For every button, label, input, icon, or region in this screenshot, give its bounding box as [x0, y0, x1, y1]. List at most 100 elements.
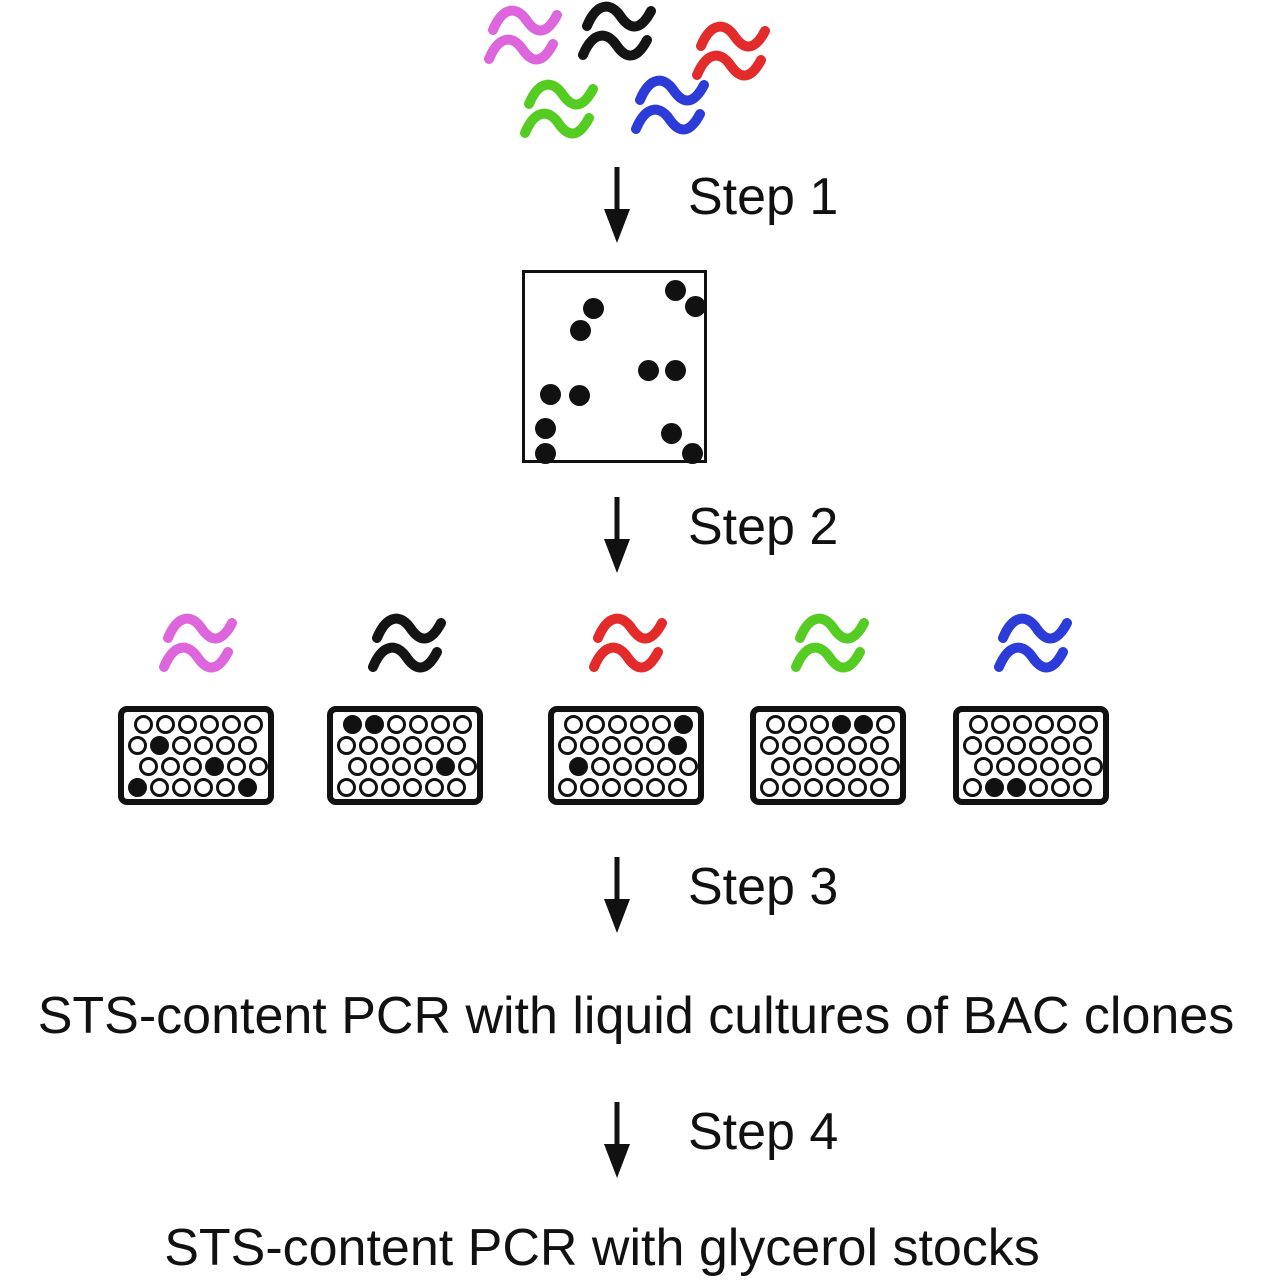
caption-glycerol-stocks: STS-content PCR with glycerol stocks [164, 1219, 1040, 1277]
well [194, 778, 213, 797]
well [760, 778, 779, 797]
well [608, 715, 627, 734]
hybridization-spot [665, 360, 686, 381]
blue-dna-squiggle-icon [635, 75, 709, 106]
well [558, 736, 577, 755]
well [381, 778, 400, 797]
magenta-microtiter-plate [118, 706, 274, 805]
well [969, 715, 988, 734]
well [963, 778, 982, 797]
down-arrow-icon [604, 497, 630, 573]
well [870, 778, 889, 797]
step-3-label: Step 3 [688, 858, 839, 916]
red-dna-squiggle-icon [696, 21, 770, 52]
positive-well [128, 778, 147, 797]
well [387, 715, 406, 734]
well [881, 757, 900, 776]
black-dna-squiggle-icon [372, 613, 446, 644]
well [431, 715, 450, 734]
well [150, 778, 169, 797]
well [804, 736, 823, 755]
magenta-dna-squiggle-icon [163, 613, 237, 644]
well [826, 736, 845, 755]
well [249, 757, 268, 776]
positive-well [365, 715, 384, 734]
well [453, 715, 472, 734]
well [216, 736, 235, 755]
well [876, 715, 895, 734]
green-dna-squiggle-icon [524, 79, 598, 110]
well [425, 736, 444, 755]
well [782, 736, 801, 755]
magenta-probe-pair [483, 4, 562, 70]
well [1018, 757, 1037, 776]
green-dna-squiggle-icon [520, 108, 594, 139]
step-1-label: Step 1 [688, 168, 839, 226]
well-row [963, 736, 1103, 755]
hybridization-spot [682, 443, 703, 464]
well [139, 757, 158, 776]
well [657, 757, 676, 776]
well [458, 757, 477, 776]
green-microtiter-plate [750, 706, 906, 805]
blue-probe-pair [993, 612, 1072, 678]
well [425, 778, 444, 797]
well [1013, 715, 1032, 734]
positive-well [238, 778, 257, 797]
well [974, 757, 993, 776]
step-4-group: Step 4 [600, 1100, 900, 1184]
well [244, 715, 263, 734]
well [216, 778, 235, 797]
black-probe-pair [577, 0, 656, 66]
magenta-dna-squiggle-icon [484, 34, 558, 65]
well-row [771, 757, 900, 776]
well [1051, 736, 1070, 755]
well [668, 778, 687, 797]
well [238, 736, 257, 755]
hybridization-spot [535, 443, 556, 464]
well-row [139, 757, 268, 776]
well [793, 757, 812, 776]
down-arrow-icon [604, 1102, 630, 1178]
black-dna-squiggle-icon [582, 1, 656, 32]
well [810, 715, 829, 734]
well [766, 715, 785, 734]
hybridization-spot [535, 418, 556, 439]
step-3-group: Step 3 [600, 855, 900, 939]
red-dna-squiggle-icon [589, 642, 663, 673]
well [128, 736, 147, 755]
well [1073, 778, 1092, 797]
well [1029, 778, 1048, 797]
well [1040, 757, 1059, 776]
well [679, 757, 698, 776]
well-row [766, 715, 900, 734]
blue-dna-squiggle-icon [631, 104, 705, 135]
well [348, 757, 367, 776]
well [564, 715, 583, 734]
positive-well [854, 715, 873, 734]
hybridization-spot [583, 298, 604, 319]
step-2-group: Step 2 [600, 495, 900, 579]
well [848, 778, 867, 797]
red-microtiter-plate [548, 706, 704, 805]
positive-well [832, 715, 851, 734]
well [161, 757, 180, 776]
well [837, 757, 856, 776]
black-microtiter-plate [327, 706, 483, 805]
well-row [569, 757, 698, 776]
well [200, 715, 219, 734]
well [370, 757, 389, 776]
well [359, 778, 378, 797]
well [591, 757, 610, 776]
well-row [969, 715, 1103, 734]
well [1062, 757, 1081, 776]
green-dna-squiggle-icon [795, 613, 869, 644]
well [178, 715, 197, 734]
magenta-dna-squiggle-icon [488, 5, 562, 36]
positive-well [150, 736, 169, 755]
positive-well [985, 778, 1004, 797]
black-dna-squiggle-icon [578, 30, 652, 61]
well [1007, 736, 1026, 755]
well [227, 757, 246, 776]
